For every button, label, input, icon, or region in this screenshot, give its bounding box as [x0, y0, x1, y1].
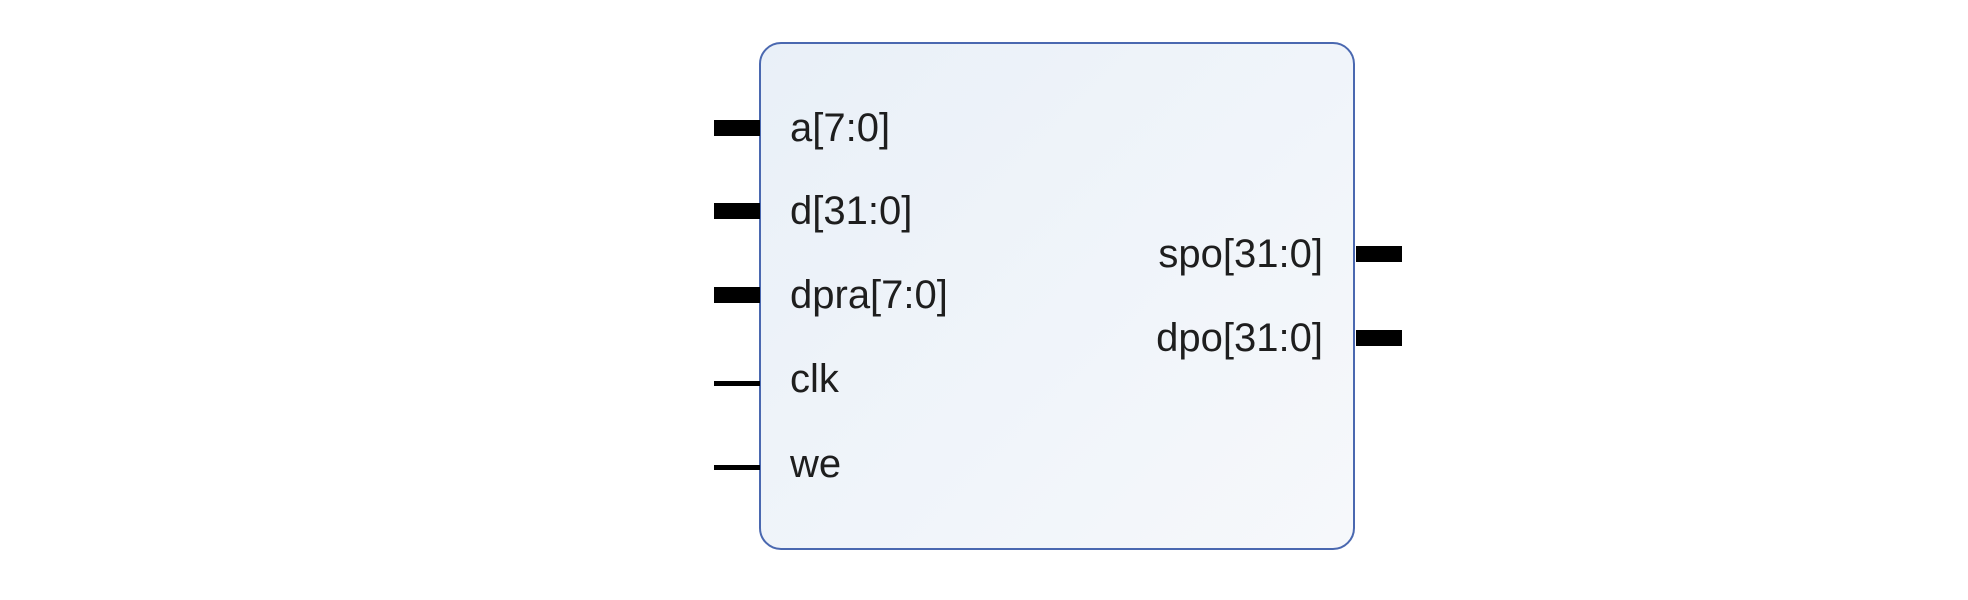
port-label-a: a[7:0] [790, 106, 891, 150]
pin-we [714, 465, 760, 470]
pin-a [714, 120, 760, 136]
port-label-spo: spo[31:0] [1158, 232, 1323, 276]
pin-dpra [714, 287, 760, 303]
pin-spo [1356, 246, 1402, 262]
port-label-clk: clk [790, 357, 839, 401]
ram-block [759, 42, 1355, 550]
port-label-dpra: dpra[7:0] [790, 273, 948, 317]
port-label-we: we [790, 442, 842, 486]
pin-dpo [1356, 330, 1402, 346]
pin-d [714, 203, 760, 219]
port-label-dpo: dpo[31:0] [1156, 316, 1323, 360]
pin-clk [714, 381, 760, 386]
port-label-d: d[31:0] [790, 189, 913, 233]
